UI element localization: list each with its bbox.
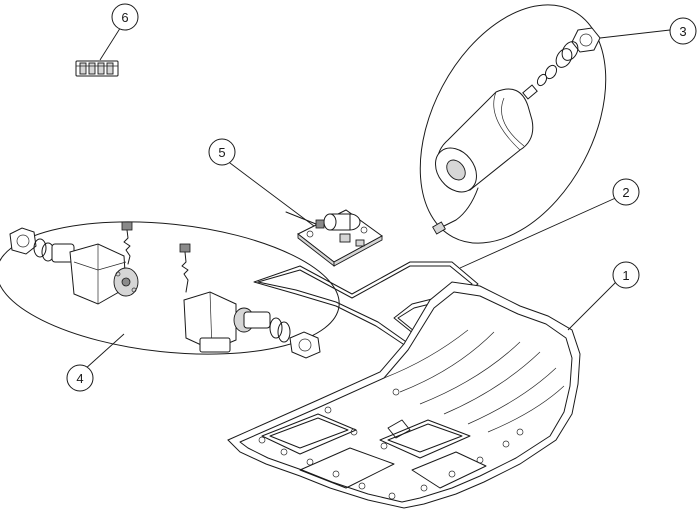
leader-3 <box>599 29 671 39</box>
part-4-valve-actuator-group <box>0 221 340 359</box>
leader-lines <box>83 21 671 371</box>
callout-3: 3 <box>669 17 697 45</box>
callout-1-label: 1 <box>622 268 629 283</box>
callout-2-label: 2 <box>622 185 629 200</box>
callout-6: 6 <box>111 3 139 31</box>
callout-2: 2 <box>612 178 640 206</box>
callout-5: 5 <box>208 138 236 166</box>
part-6-terminal-block <box>75 60 119 77</box>
callout-1: 1 <box>612 261 640 289</box>
callout-5-label: 5 <box>218 145 225 160</box>
leader-5 <box>225 159 315 227</box>
part-2-gasket <box>253 261 479 351</box>
callout-3-label: 3 <box>679 24 686 39</box>
callout-4: 4 <box>66 364 94 392</box>
callout-4-label: 4 <box>76 371 83 386</box>
leader-4 <box>83 333 125 371</box>
callout-6-label: 6 <box>121 10 128 25</box>
leader-1 <box>567 279 619 331</box>
leader-2 <box>459 195 621 269</box>
part-1-base-housing <box>227 281 581 509</box>
part-5-circuit-board <box>285 209 383 267</box>
part-3-pump-motor-group <box>419 4 607 244</box>
